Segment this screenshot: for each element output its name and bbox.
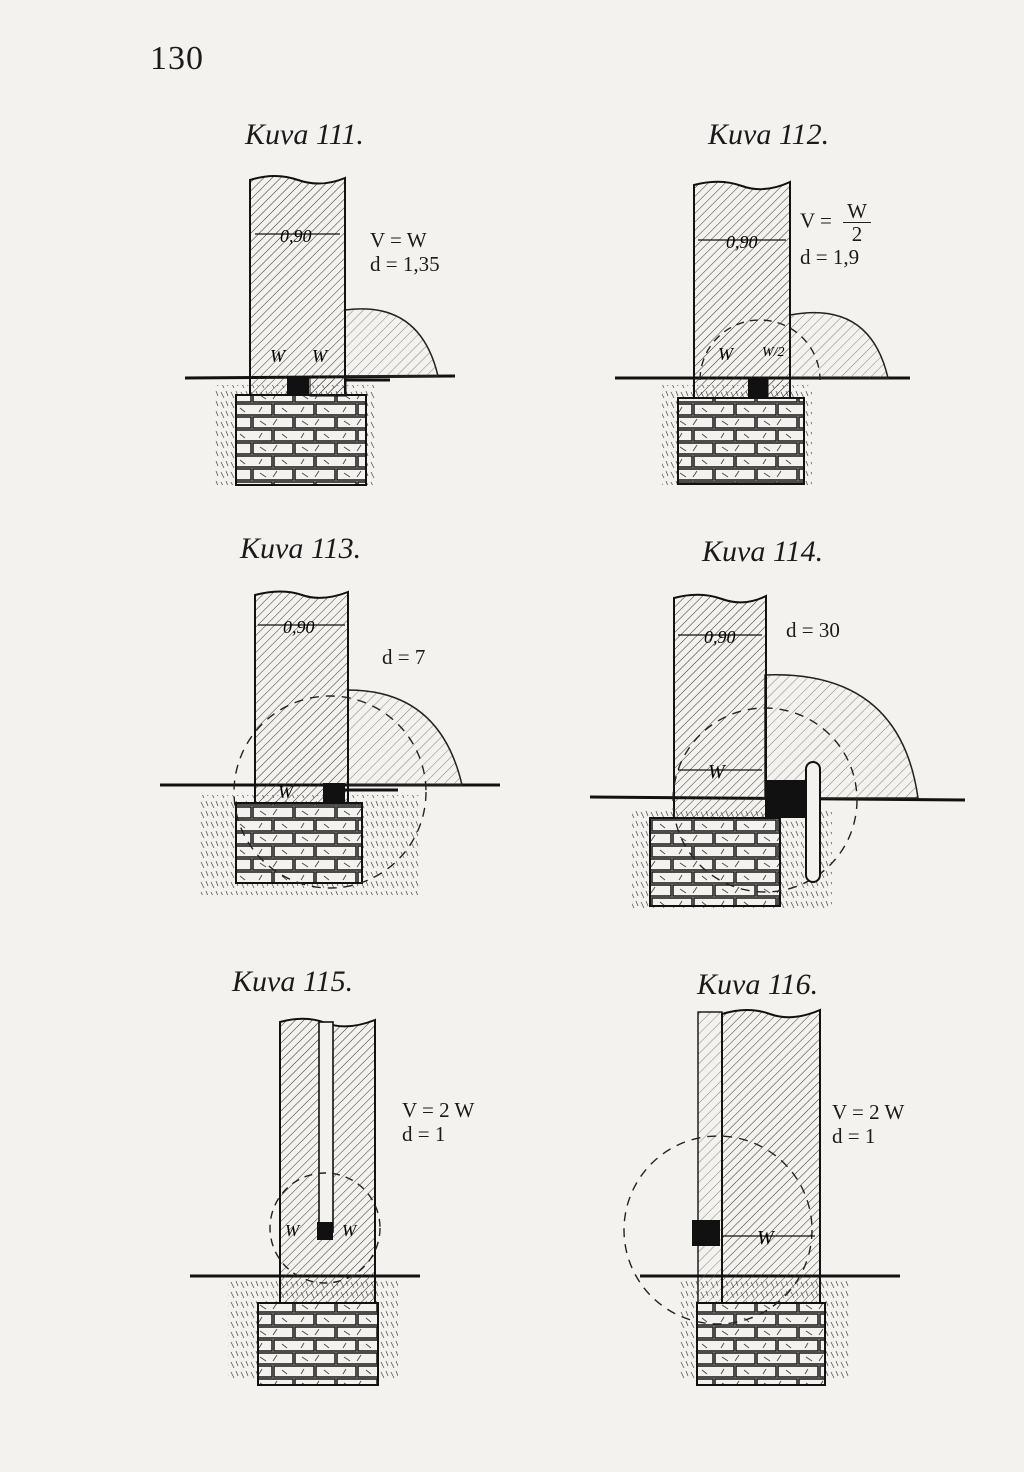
formula-114: d = 30	[786, 618, 840, 642]
sill-112	[748, 378, 768, 398]
formula-112-line2: d = 1,9	[800, 245, 860, 269]
label-111-w2: W	[312, 346, 329, 366]
formula-115: V = 2 W d = 1	[402, 1098, 474, 1146]
sill-115	[317, 1222, 333, 1240]
figure-114-drawing: 0,90 W	[589, 593, 966, 910]
wall-112	[693, 180, 791, 399]
label-114-w: W	[708, 761, 727, 783]
sill-114	[766, 780, 806, 818]
sill-113	[323, 783, 345, 803]
figure-caption-111: Kuva 111.	[245, 118, 364, 151]
formula-115-line1: V = 2 W	[402, 1098, 475, 1122]
sill-116	[692, 1220, 720, 1246]
formula-112-denominator: 2	[851, 222, 863, 246]
figure-caption-113: Kuva 113.	[240, 532, 362, 565]
cavity-115	[318, 1021, 334, 1233]
formula-115-line2: d = 1	[402, 1122, 446, 1146]
formula-112-numerator: W	[843, 200, 871, 223]
foundation-116	[696, 1302, 826, 1386]
label-113-w: W	[278, 782, 295, 802]
foundation-114	[649, 817, 781, 907]
dimension-111: 0,90	[280, 226, 312, 246]
formula-111: V = W d = 1,35	[370, 228, 440, 276]
page-number: 130	[150, 40, 204, 77]
figure-115-drawing: W W	[190, 1017, 420, 1386]
formula-114-line2: d = 30	[786, 618, 840, 642]
formula-116-line1: V = 2 W	[832, 1100, 905, 1124]
formula-113-line2: d = 7	[382, 645, 426, 669]
earth-mound-112	[789, 311, 889, 379]
post-114	[805, 761, 821, 883]
figure-caption-116: Kuva 116.	[697, 968, 819, 1001]
wall-111	[249, 175, 346, 396]
formula-116-line2: d = 1	[832, 1124, 876, 1148]
figure-caption-112: Kuva 112.	[708, 118, 830, 151]
foundation-113	[235, 802, 363, 884]
label-116-w: W	[757, 1227, 776, 1249]
formula-111-line2: d = 1,35	[370, 252, 440, 276]
figure-caption-115: Kuva 115.	[232, 965, 354, 998]
insulation-116	[697, 1011, 723, 1304]
formula-113: d = 7	[382, 645, 425, 669]
figure-112-drawing: 0,90 W W/2	[615, 180, 910, 485]
dimension-112: 0,90	[726, 232, 758, 252]
figure-113-drawing: 0,90 W	[160, 590, 500, 895]
formula-112-fraction: W 2	[843, 200, 871, 245]
foundation-115	[257, 1302, 379, 1386]
sill-111	[287, 376, 309, 396]
wall-116	[721, 1008, 821, 1304]
figure-111-drawing: 0,90 W W	[184, 175, 456, 486]
earth-mound-114	[764, 674, 919, 799]
formula-116: V = 2 W d = 1	[832, 1100, 904, 1148]
earth-mound-113	[347, 689, 463, 786]
label-111-w1: W	[270, 346, 287, 366]
earth-mound-111	[344, 308, 439, 377]
formula-112-prefix: V =	[800, 208, 832, 233]
wall-114	[673, 593, 767, 819]
label-115-w2: W	[342, 1221, 358, 1240]
formula-112: V = W 2 d = 1,9	[800, 200, 871, 269]
dimension-113: 0,90	[283, 617, 315, 637]
label-112-w: W	[718, 344, 735, 364]
foundation-111	[235, 394, 367, 486]
figure-caption-114: Kuva 114.	[702, 535, 824, 568]
wall-113	[254, 590, 349, 804]
dimension-114: 0,90	[704, 627, 736, 647]
foundation-112	[677, 397, 805, 485]
figure-116-drawing: W	[623, 1008, 900, 1386]
formula-111-line1: V = W	[370, 228, 427, 252]
label-115-w1: W	[285, 1221, 301, 1240]
label-112-w-half: W/2	[762, 345, 785, 360]
